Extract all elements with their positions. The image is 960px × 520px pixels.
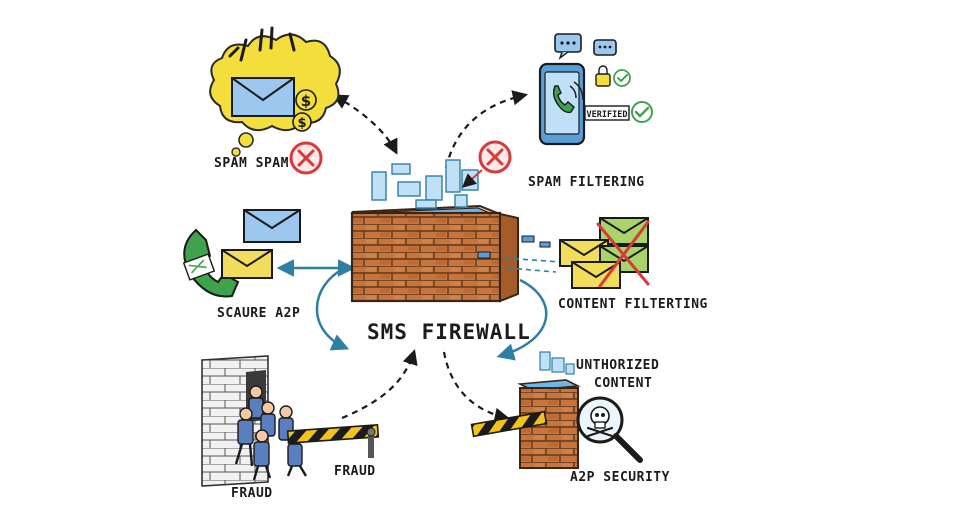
arrow-loop-left: [315, 266, 350, 351]
people-icon: [234, 385, 308, 481]
label-unauthorized-line1: UNTHORIZED: [576, 358, 660, 373]
data-shards-icon: [371, 159, 479, 209]
barrier-icon: [470, 410, 548, 438]
brick-wall-icon: [519, 387, 579, 469]
arrow-loop-right: [496, 278, 548, 361]
lock-icon: [595, 65, 611, 87]
label-unauthorized-line2: CONTENT: [594, 376, 653, 391]
arrow-firewall-to-spam-filtering: [444, 90, 529, 169]
chat-bubble-icon: [593, 39, 617, 56]
connector-arrows: [276, 90, 548, 423]
content-filtering-node: [559, 217, 650, 289]
secure-a2p-node: [182, 209, 301, 298]
reject-icon: [478, 140, 512, 174]
dollar-sign: $: [301, 92, 311, 110]
label-fraud-barrier: FRAUD: [334, 464, 376, 479]
arrow-title-to-a2p: [442, 351, 511, 423]
label-spam: SPAM SPAM: [214, 156, 289, 171]
envelope-icon: [231, 77, 295, 117]
check-icon: [631, 101, 653, 123]
verified-label: VERIFIED: [587, 110, 628, 120]
reject-cross-icon: [596, 220, 650, 288]
phone-icon: [182, 228, 240, 298]
spam-node: $ $: [209, 26, 341, 175]
exclamation-marks-icon: [228, 26, 296, 62]
diagram-title: SMS FIREWALL: [367, 320, 531, 344]
chat-bubble-icon: [554, 33, 582, 60]
check-icon: [613, 69, 631, 87]
arrow-spam-to-firewall: [332, 94, 398, 155]
label-a2p-security: A2P SECURITY: [570, 470, 670, 485]
smartphone-icon: [538, 62, 586, 146]
dollar-icon: $: [292, 112, 312, 132]
arrow-fraud-to-title: [341, 349, 418, 420]
dollar-icon: $: [295, 89, 317, 111]
label-secure-a2p: SCAURE A2P: [217, 306, 301, 321]
dollar-sign: $: [297, 116, 306, 131]
skull-icon: [586, 406, 614, 438]
barrier-icon: [286, 424, 380, 458]
verified-badge: VERIFIED: [584, 105, 630, 121]
label-content-filtering: CONTENT FILTERTING: [558, 297, 708, 312]
label-spam-filtering: SPAM FILTERING: [528, 175, 645, 190]
fraud-node: [201, 355, 380, 487]
reject-icon: [289, 141, 323, 175]
data-shards-icon: [539, 351, 575, 375]
a2p-security-node: [470, 351, 643, 469]
spam-filtering-node: VERIFIED: [538, 33, 653, 146]
label-fraud: FRAUD: [231, 486, 273, 501]
envelope-icon: [571, 261, 621, 289]
central-firewall: [350, 140, 561, 303]
envelope-icon: [221, 249, 273, 279]
envelope-icon: [243, 209, 301, 243]
